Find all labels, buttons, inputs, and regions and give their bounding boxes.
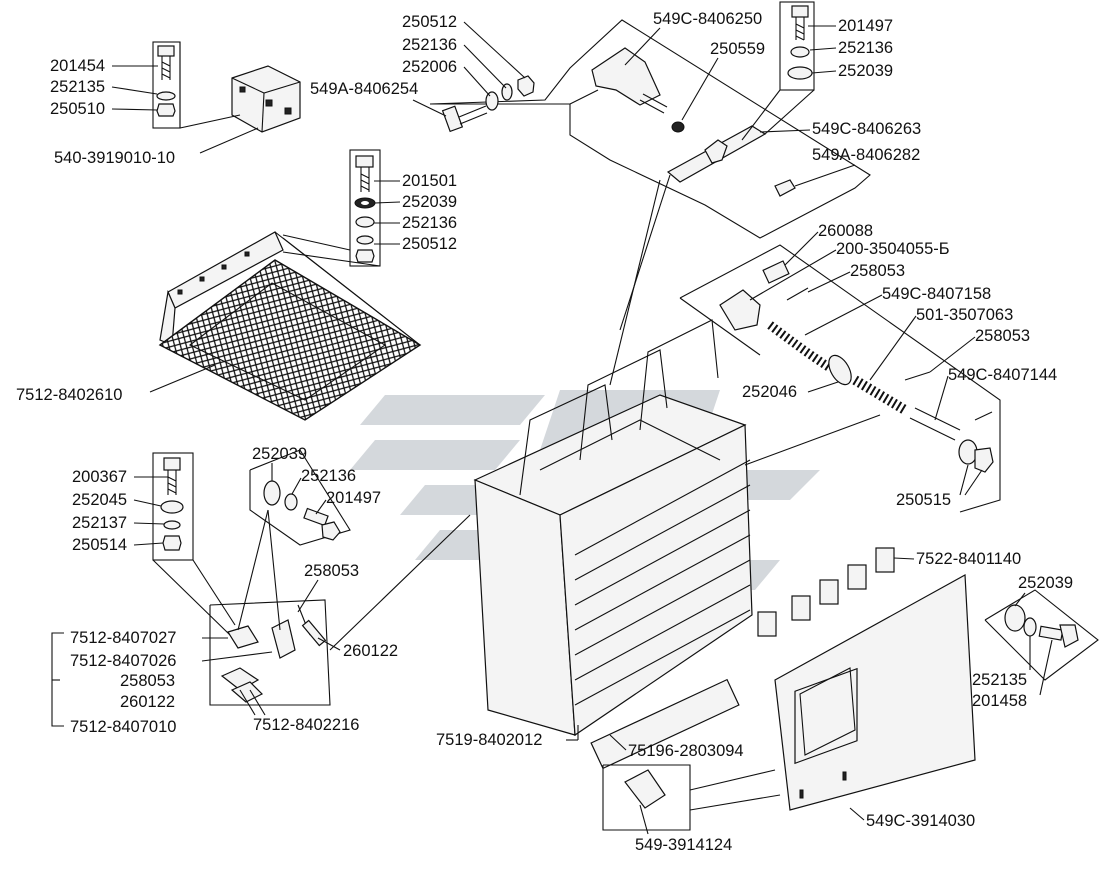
bracket-box-part [231,65,301,133]
label-549A-8406282: 549A-8406282 [812,146,920,164]
label-7512-8402216: 7512-8402216 [253,716,359,734]
label-549C-3914030: 549C-3914030 [866,812,975,830]
label-260088: 260088 [818,222,873,240]
cabinet-body [473,319,753,770]
label-258053-l2: 258053 [120,672,175,690]
leader-lines [282,174,881,651]
label-7522-8401140: 7522-8401140 [916,550,1021,568]
label-250510: 250510 [50,100,105,118]
label-258053-l: 258053 [304,562,359,580]
label-201458: 201458 [972,692,1027,710]
label-252136-tr: 252136 [838,39,893,57]
label-258053-r2: 258053 [975,327,1030,345]
label-7512-8402610: 7512-8402610 [16,386,122,404]
label-501-3507063: 501-3507063 [916,306,1013,324]
label-252135-tl: 252135 [50,78,105,96]
label-201501: 201501 [402,172,457,190]
cabinet-louvers [574,459,751,706]
label-252039-l: 252039 [252,445,307,463]
label-200367: 200367 [72,468,127,486]
label-549C-8407158: 549C-8407158 [882,285,991,303]
label-252039-tr: 252039 [838,62,893,80]
label-7512-8407027: 7512-8407027 [70,629,176,647]
label-260122: 260122 [343,642,398,660]
fastener-stack-tr [741,1,815,141]
label-252136-l: 252136 [301,467,356,485]
label-549C-8406250: 549C-8406250 [653,10,762,28]
label-250514: 250514 [72,536,127,554]
label-252039-br: 252039 [1018,574,1073,592]
rear-panel-part [774,574,976,811]
label-201497-top: 201497 [838,17,893,35]
label-250512-mid: 250512 [402,235,457,253]
fastener-stack-left [152,452,236,636]
label-250515: 250515 [896,491,951,509]
group-bracket-left [51,632,64,727]
label-7512-8407026: 7512-8407026 [70,652,176,670]
label-252136-mid: 252136 [402,214,457,232]
bolt-group-br [984,589,1099,681]
spring-lock-assembly [679,244,1001,513]
label-549C-8406263: 549C-8406263 [812,120,921,138]
label-75196-2803094: 75196-2803094 [628,742,744,760]
label-250512-top: 250512 [402,13,457,31]
fastener-stack-tl [152,41,241,129]
label-7512-8407010: 7512-8407010 [70,718,176,736]
label-201497-l: 201497 [326,489,381,507]
clip-part [602,764,781,831]
label-252046: 252046 [742,383,797,401]
labels: 250512 252136 252006 549A-8406254 549C-8… [16,10,1073,854]
label-201454: 201454 [50,57,105,75]
label-252039-mid: 252039 [402,193,457,211]
label-258053-r1: 258053 [850,262,905,280]
label-252135-br: 252135 [972,671,1027,689]
label-252045: 252045 [72,491,127,509]
label-200-3504055-B: 200-3504055-Б [836,240,950,258]
label-252006: 252006 [402,58,457,76]
label-549C-8407144: 549C-8407144 [948,366,1057,384]
label-7519-8402012: 7519-8402012 [436,731,542,749]
label-540-3919010-10: 540-3919010-10 [54,149,175,167]
label-260122-l: 260122 [120,693,175,711]
label-252137: 252137 [72,514,127,532]
label-252136-top: 252136 [402,36,457,54]
fastener-stack-mid [282,149,381,267]
label-549A-8406254: 549A-8406254 [310,80,418,98]
label-549-3914124: 549-3914124 [635,836,732,854]
lock-assembly-top [429,19,871,239]
label-250559: 250559 [710,40,765,58]
mesh-basket-part [158,231,422,421]
emblem-letters [757,547,895,637]
